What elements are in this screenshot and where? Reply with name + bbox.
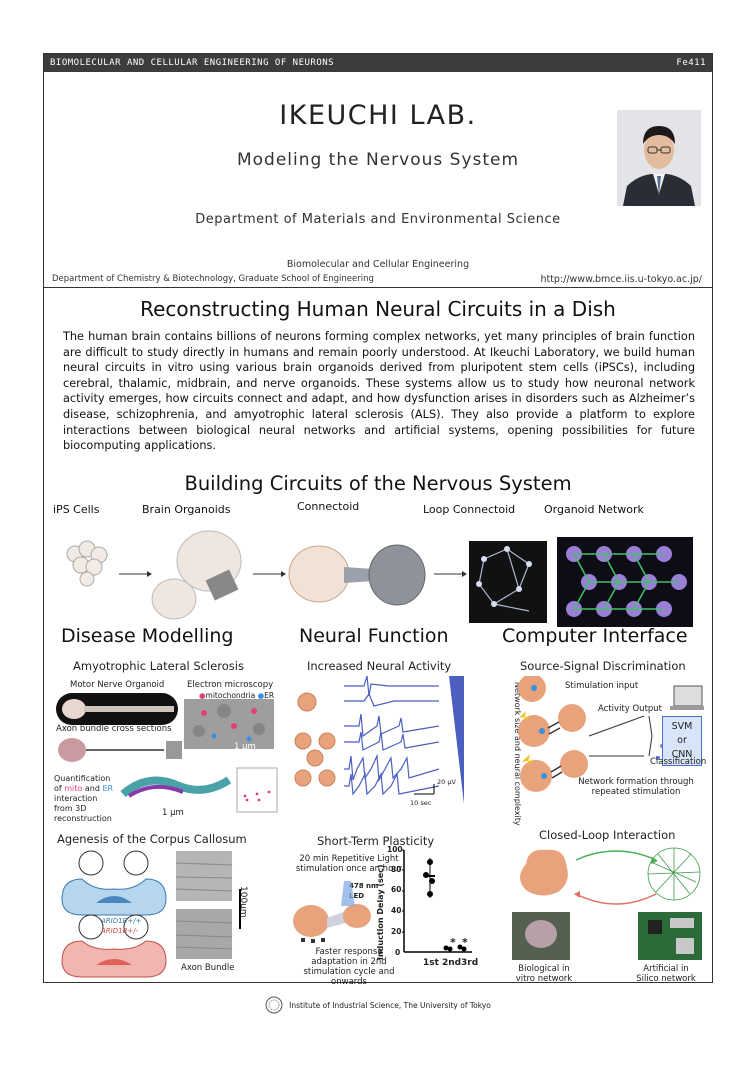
department: Department of Materials and Environmenta… xyxy=(195,212,561,227)
header: IKEUCHI LAB. Modeling the Nervous System… xyxy=(44,72,712,288)
electron-microscopy-label: Electron microscopy xyxy=(187,680,274,690)
ytick-60: 60 xyxy=(391,885,402,894)
circuits-section-title: Building Circuits of the Nervous System xyxy=(184,472,572,495)
poster-frame: BIOMOLECULAR AND CELLULAR ENGINEERING OF… xyxy=(43,53,713,987)
scale-bar-icon xyxy=(239,889,241,929)
ips-cells-icon xyxy=(66,540,108,587)
als-figure xyxy=(56,693,274,749)
step-ips-cells: iPS Cells xyxy=(53,503,100,516)
circuit-pipeline-figure xyxy=(66,530,693,627)
scale-uv-label: 20 μV xyxy=(437,778,456,786)
corpus-callosum-figure xyxy=(61,850,167,978)
department-secondary: Department of Chemistry & Biotechnology,… xyxy=(52,274,374,284)
mito-er-legend: ●mitochondria ●ER xyxy=(199,691,275,700)
axon-bundle-label: Axon Bundle xyxy=(181,963,235,973)
star-3rd: * xyxy=(462,936,468,949)
xlabel-2nd: 2nd xyxy=(442,958,462,968)
bio-network-label: Biological in vitro network xyxy=(515,964,573,984)
axon-bundle-images xyxy=(176,851,233,959)
lab-url[interactable]: http://www.bmce.iis.u-tokyo.ac.jp/ xyxy=(540,274,702,285)
closed-loop-title: Closed-Loop Interaction xyxy=(539,828,676,842)
ytick-0: 0 xyxy=(395,948,401,957)
arid-het-label: ARID1B+/- xyxy=(101,927,139,935)
intro-paragraph: The human brain contains billions of neu… xyxy=(63,330,695,453)
or-label: or xyxy=(677,735,687,746)
scale-sec-label: 10 sec xyxy=(410,799,432,807)
svm-label: SVM xyxy=(671,721,693,732)
ytick-20: 20 xyxy=(391,927,402,936)
quant-scale-label: 1 μm xyxy=(162,808,184,818)
cnn-label: CNN xyxy=(671,749,693,760)
activity-output-label: Activity Output xyxy=(598,704,663,714)
quant-label: Quantification of mito and ER interactio… xyxy=(54,774,114,823)
stp-organoid-figure xyxy=(293,881,371,943)
neural-function-title: Neural Function xyxy=(299,625,449,647)
xlabel-3rd: 3rd xyxy=(461,958,479,968)
main-section-title: Reconstructing Human Neural Circuits in … xyxy=(140,297,616,321)
booth-number: Fe411 xyxy=(676,58,706,68)
topbar-group-name: BIOMOLECULAR AND CELLULAR ENGINEERING OF… xyxy=(50,58,335,68)
footer: Institute of Industrial Science, The Uni… xyxy=(0,996,756,1014)
institute-name: Institute of Industrial Science, The Uni… xyxy=(289,1000,491,1010)
axon-bundle-figure xyxy=(58,738,182,762)
lab-subtitle: Modeling the Nervous System xyxy=(236,150,520,170)
activity-title: Increased Neural Activity xyxy=(307,659,452,673)
arrow-icon xyxy=(253,571,286,577)
university-seal-icon xyxy=(265,996,283,1014)
group-name: Biomolecular and Cellular Engineering xyxy=(286,259,470,270)
disease-modelling-title: Disease Modelling xyxy=(61,625,234,647)
step-brain-organoids: Brain Organoids xyxy=(142,503,231,516)
loop-connectoid-image xyxy=(469,541,547,623)
stp-chart xyxy=(402,849,472,953)
arrow-icon xyxy=(119,571,152,577)
als-title: Amyotrophic Lateral Sclerosis xyxy=(73,659,244,673)
step-connectoid: Connectoid xyxy=(297,500,360,513)
connectoid-icon xyxy=(288,544,426,606)
neural-activity-figure xyxy=(294,675,464,804)
closed-loop-figure xyxy=(512,847,702,960)
artificial-network-label: Artificial in Silico network xyxy=(636,964,696,984)
em-scale-bar-label: 1 μm xyxy=(234,742,256,752)
computer-interface-title: Computer Interface xyxy=(502,625,688,647)
quant-figure xyxy=(120,767,278,813)
ytick-40: 40 xyxy=(391,906,402,915)
step-loop-connectoid: Loop Connectoid xyxy=(423,503,516,516)
step-organoid-network: Organoid Network xyxy=(544,503,644,516)
brain-organoid-icon xyxy=(151,530,242,620)
motor-nerve-label: Motor Nerve Organoid xyxy=(70,680,165,690)
top-bar: BIOMOLECULAR AND CELLULAR ENGINEERING OF… xyxy=(44,54,712,72)
ytick-100: 100 xyxy=(387,845,403,854)
pi-portrait xyxy=(617,110,701,206)
stim-input-label: Stimulation input xyxy=(565,681,639,691)
classifier-box: SVM or CNN xyxy=(662,716,702,766)
star-2nd: * xyxy=(450,936,456,949)
network-formation-label: Network formation through repeated stimu… xyxy=(578,777,694,797)
legend-er: ER xyxy=(264,691,275,700)
legend-mito: mitochondria xyxy=(205,691,256,700)
lab-name: IKEUCHI LAB. xyxy=(279,100,477,131)
axon-cross-label: Axon bundle cross sections xyxy=(56,724,172,734)
faster-text: Faster response adaptation in 2nd stimul… xyxy=(303,947,395,987)
stp-title: Short-Term Plasticity xyxy=(317,834,435,848)
ssd-title: Source-Signal Discrimination xyxy=(520,659,686,673)
stim-text: 20 min Repetitive Light stimulation once… xyxy=(295,854,403,874)
stp-ylabel: Induction Delay (sec) xyxy=(376,864,385,960)
scale-100um-label: 100μm xyxy=(238,886,248,918)
acc-title: Agenesis of the Corpus Callosum xyxy=(57,832,247,846)
xlabel-1st: 1st xyxy=(423,958,439,968)
network-size-label: Network size and neural complexity xyxy=(513,682,522,826)
led-label: 478 nm LED xyxy=(349,882,379,900)
ytick-80: 80 xyxy=(391,865,402,874)
arid-wt-label: ARID1B+/+ xyxy=(101,917,142,925)
arrow-icon xyxy=(434,571,467,577)
classification-label: Classification xyxy=(650,757,707,767)
